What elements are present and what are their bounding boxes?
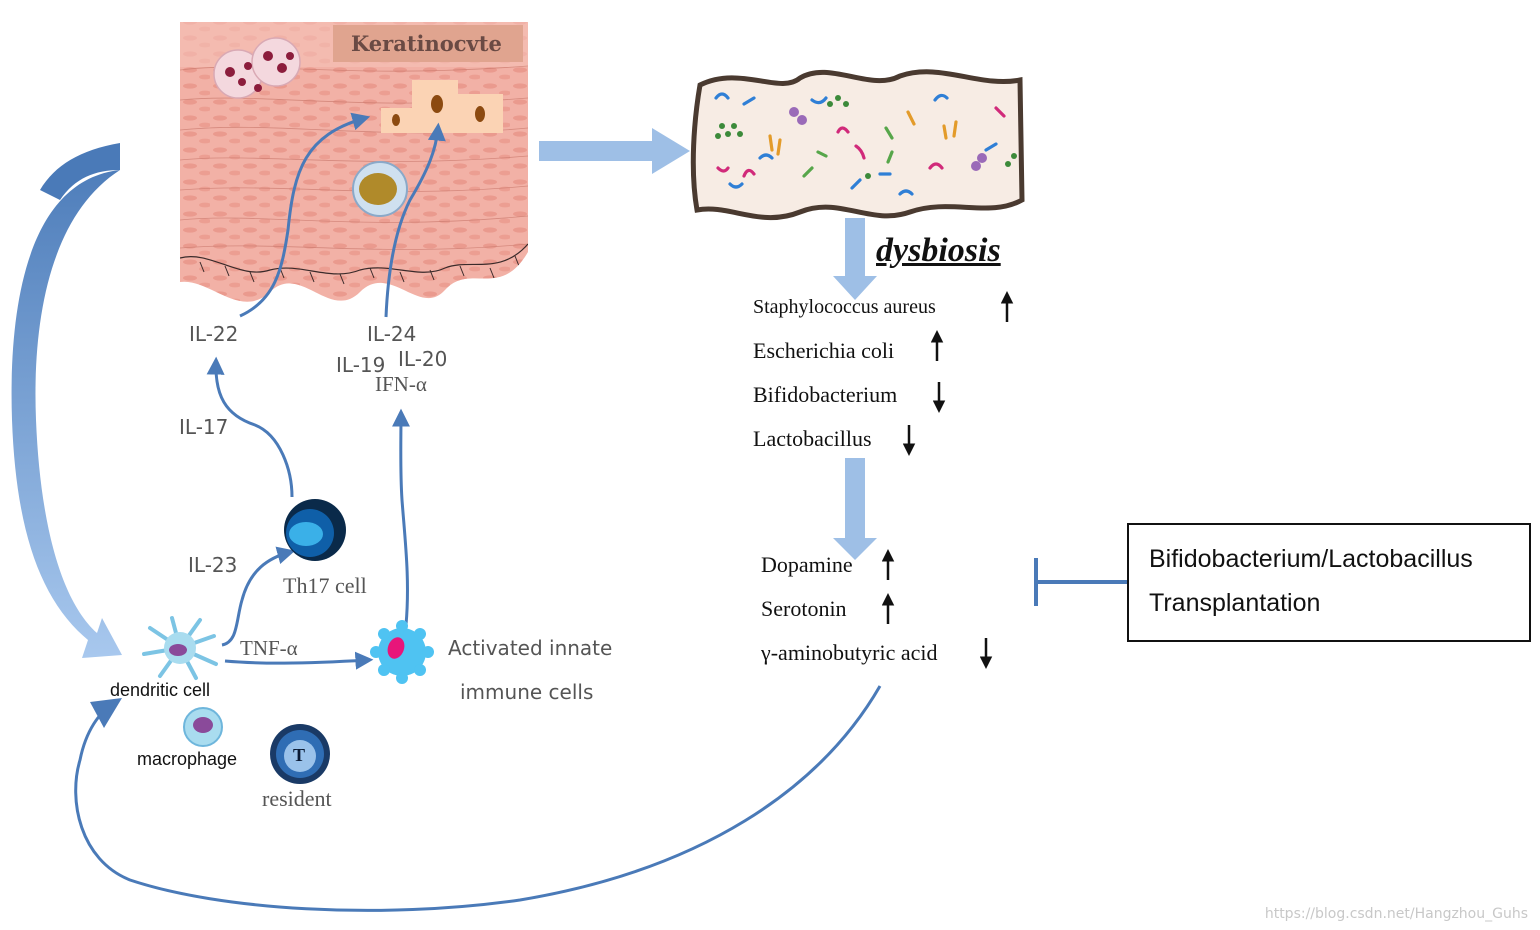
skin-tissue-illustration <box>180 22 528 302</box>
skin-immune-cell-icon <box>352 161 408 217</box>
bacteria-item-staph: Staphylococcus aureus <box>753 296 936 318</box>
il22-to-keratinocyte-arrow <box>239 112 371 318</box>
feedback-arrowhead <box>90 698 122 728</box>
il22-label: IL-22 <box>189 322 239 346</box>
th17-cell-icon <box>284 499 346 561</box>
neutrophil-cell-icon <box>213 37 301 99</box>
resident-label: resident <box>262 786 332 811</box>
il19-label: IL-19 <box>336 353 386 377</box>
neurotransmitter-gaba: γ-aminobutyric acid <box>761 640 938 665</box>
il20-label: IL-20 <box>398 347 448 371</box>
treatment-box: Bifidobacterium/Lactobacillus Transplant… <box>1127 523 1531 642</box>
pathway-arrows <box>74 112 882 912</box>
th17-cell-label: Th17 cell <box>283 573 367 598</box>
t-cell-letter: T <box>293 745 306 765</box>
il24-to-keratinocyte-arrow <box>384 122 446 318</box>
bacteria-item-lacto: Lactobacillus <box>753 426 872 451</box>
keratinocyte-title-box <box>333 25 523 62</box>
inhibition-symbol <box>1034 558 1127 606</box>
neurotransmitter-dopamine: Dopamine <box>761 552 853 577</box>
il17-label: IL-17 <box>179 415 229 439</box>
innate-to-il24-arrow <box>391 408 410 626</box>
activated-innate-cell-icon <box>370 620 434 684</box>
dendritic-cell-label: dendritic cell <box>110 680 211 700</box>
dendritic-to-innate-arrow <box>224 651 374 670</box>
treatment-line1: Bifidobacterium/Lactobacillus <box>1149 545 1473 573</box>
bacteria-to-neurotransmitter-arrow <box>833 458 877 560</box>
neurotransmitter-serotonin: Serotonin <box>761 596 847 621</box>
bacteria-trend-arrows <box>881 291 1014 669</box>
macrophage-label: macrophage <box>137 749 238 769</box>
keratinocyte-title: Keratinocvte <box>351 31 502 56</box>
gut-illustration <box>690 69 1025 221</box>
treatment-line2: Transplantation <box>1149 589 1321 617</box>
il23-label: IL-23 <box>188 553 238 577</box>
macrophage-cell-icon <box>183 707 223 747</box>
dendritic-to-th17-arrow <box>221 546 296 647</box>
feedback-arc <box>74 685 882 912</box>
il24-label: IL-24 <box>367 322 417 346</box>
bacteria-item-ecoli: Escherichia coli <box>753 338 895 363</box>
bacteria-item-bifido: Bifidobacterium <box>753 382 898 407</box>
gut-to-bacteria-arrow <box>833 218 877 300</box>
tnf-alpha-label: TNF-α <box>240 636 298 660</box>
innate-cells-label-line2: immune cells <box>460 680 594 704</box>
th17-to-il22-arrow <box>206 356 294 498</box>
watermark: https://blog.csdn.net/Hangzhou_Guhs <box>1264 906 1528 922</box>
innate-cells-label-line1: Activated innate <box>448 636 613 660</box>
dendritic-cell-icon <box>142 616 218 680</box>
resident-t-cell-icon <box>270 724 330 784</box>
ifn-alpha-label: IFN-α <box>375 372 427 396</box>
dysbiosis-label: dysbiosis <box>876 232 1001 269</box>
skin-to-dendritic-arc-top <box>40 143 120 200</box>
skin-to-dendritic-arc <box>11 145 122 658</box>
skin-to-gut-arrow <box>539 128 690 174</box>
